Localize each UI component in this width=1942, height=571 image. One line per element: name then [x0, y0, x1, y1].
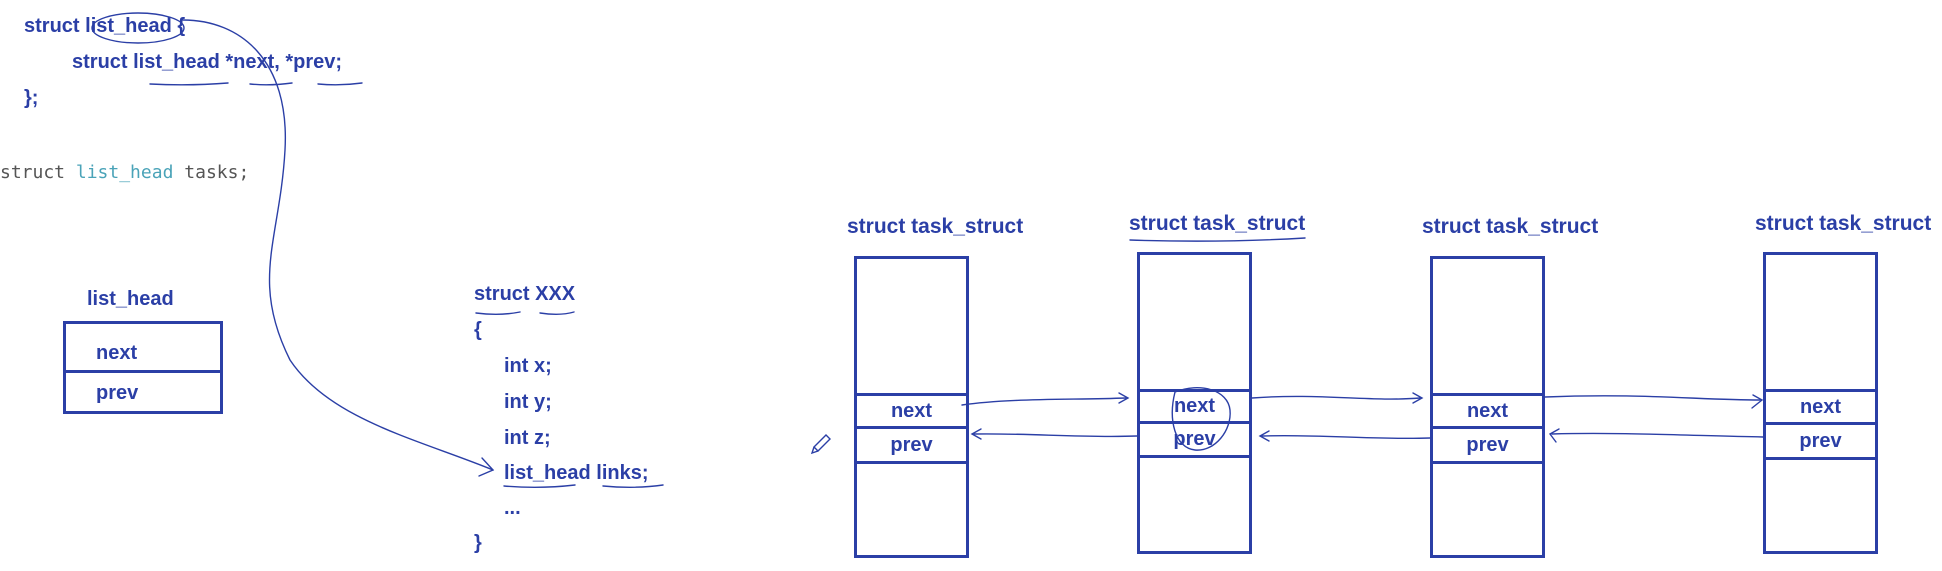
task-struct-box: next prev — [1763, 252, 1878, 554]
struct-xxx-field: ... — [504, 497, 521, 519]
task-struct-prev-field: prev — [857, 426, 966, 461]
struct-keyword: struct — [24, 15, 80, 37]
pencil-icon — [810, 434, 831, 455]
circle-annotation — [1171, 387, 1231, 451]
task-struct-box: next prev — [1430, 256, 1545, 558]
task-struct-next-field: next — [1140, 389, 1249, 421]
struct-xxx-open-brace: { — [474, 319, 482, 341]
list-head-box: next prev — [63, 321, 223, 414]
underline-annotation — [539, 311, 575, 315]
underline-annotation — [503, 484, 576, 488]
arrowhead — [1258, 430, 1270, 442]
prev-arrow — [973, 433, 1138, 438]
underline-annotation — [602, 484, 664, 488]
code-keyword: struct — [0, 162, 66, 183]
arrowhead — [1751, 394, 1764, 409]
next-arrow — [1251, 395, 1421, 400]
open-brace: { — [177, 15, 186, 37]
task-struct-title: struct task_struct — [1755, 212, 1932, 235]
task-struct-title: struct task_struct — [1422, 215, 1599, 238]
arrowhead — [1118, 392, 1130, 404]
struct-name-list-head: list_head — [85, 15, 172, 37]
task-struct-title: struct task_struct — [847, 215, 1024, 238]
underline-annotation — [249, 82, 293, 86]
task-struct-box: next prev — [1137, 252, 1252, 554]
task-struct-next-field: next — [1766, 389, 1875, 422]
code-type: list_head — [75, 162, 174, 183]
underline-annotation — [317, 82, 363, 86]
task-struct-box: next prev — [854, 256, 969, 558]
underline-annotation — [475, 311, 521, 315]
struct-xxx-header: struct XXX — [474, 283, 576, 305]
list-head-title: list_head — [87, 288, 174, 310]
struct-xxx-field: int x; — [504, 355, 552, 377]
code-variable: tasks; — [184, 162, 250, 183]
list-head-next-field: next — [96, 341, 138, 364]
struct-xxx-close-brace: } — [474, 532, 482, 554]
prev-arrow — [1551, 432, 1764, 438]
task-struct-next-field: next — [857, 393, 966, 426]
underline-annotation — [1129, 237, 1306, 242]
task-struct-divider — [1766, 457, 1875, 460]
struct-xxx-field: list_head links; — [504, 462, 649, 484]
arrowhead — [970, 428, 982, 440]
next-arrow — [1544, 395, 1761, 401]
task-struct-divider — [1433, 461, 1542, 464]
task-struct-title: struct task_struct — [1129, 212, 1306, 235]
task-struct-divider — [1140, 455, 1249, 458]
next-arrow — [961, 397, 1127, 406]
list-head-prev-field: prev — [66, 370, 220, 414]
task-struct-divider — [857, 461, 966, 464]
prev-arrow — [1261, 434, 1431, 440]
struct-def-line2: struct list_head *next, *prev; — [72, 51, 343, 73]
task-struct-prev-field: prev — [1766, 422, 1875, 457]
struct-xxx-field: int y; — [504, 391, 552, 413]
code-declaration: struct list_head tasks; — [0, 164, 249, 182]
struct-xxx-field: int z; — [504, 427, 551, 449]
circle-annotation — [91, 12, 185, 44]
underline-annotation — [149, 82, 229, 86]
arrowhead — [1412, 392, 1424, 404]
task-struct-prev-field: prev — [1433, 426, 1542, 461]
arrowhead — [1548, 428, 1560, 443]
task-struct-prev-field: prev — [1140, 421, 1249, 455]
struct-def-line1: struct list_head { — [24, 16, 185, 36]
task-struct-next-field: next — [1433, 393, 1542, 426]
arrowhead — [478, 457, 495, 477]
pointer-curve — [182, 19, 494, 471]
struct-def-line3: }; — [24, 87, 39, 109]
